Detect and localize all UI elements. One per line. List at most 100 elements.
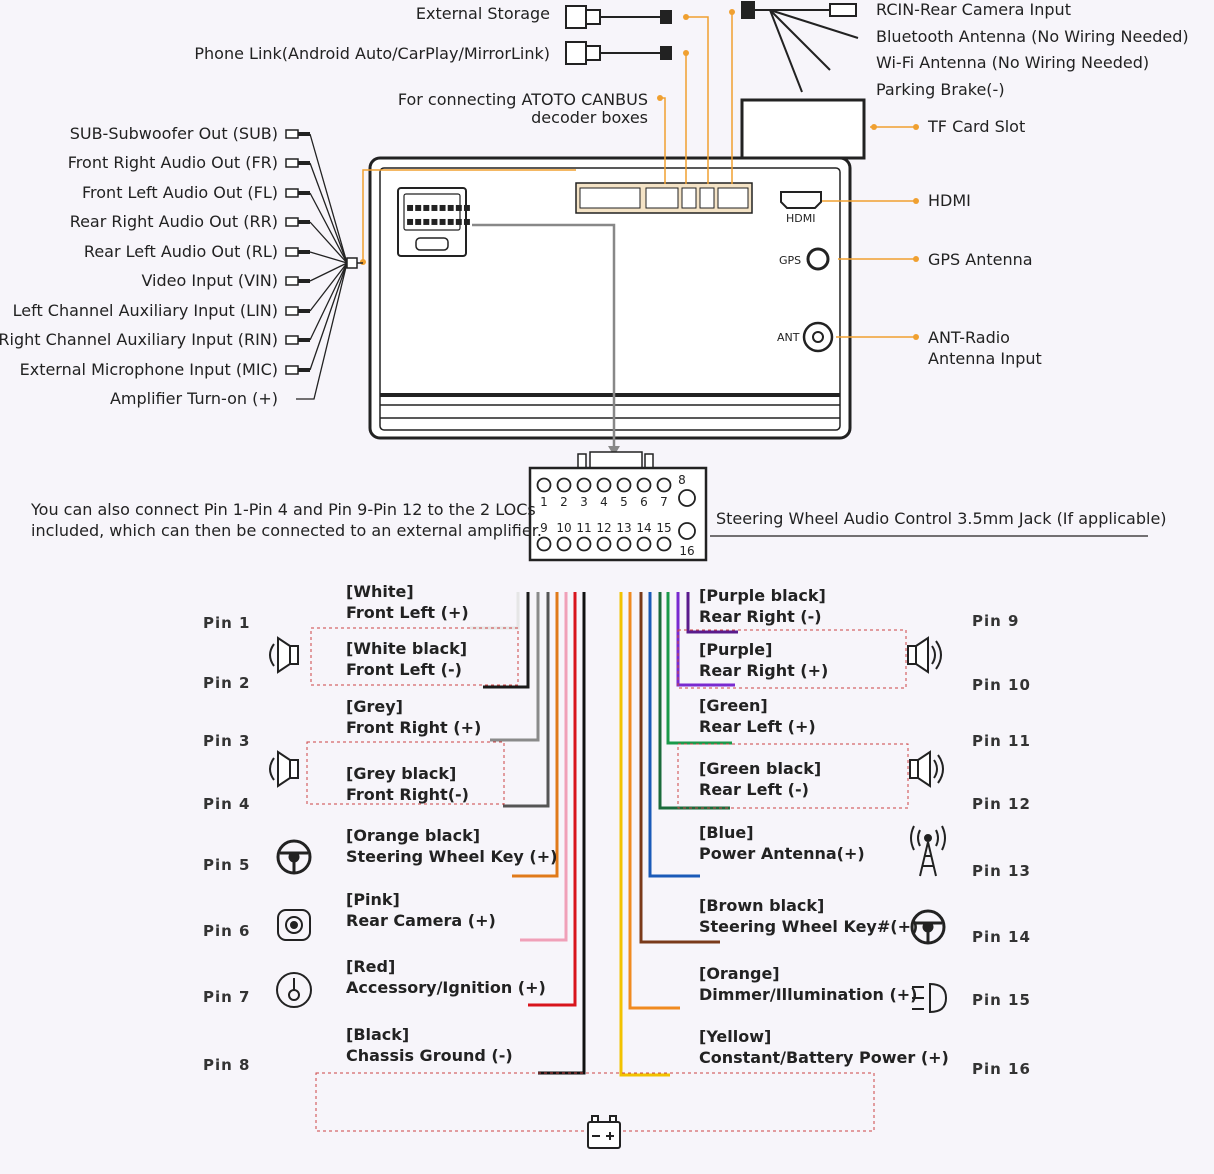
wire-function-label: Steering Wheel Key (+) bbox=[346, 847, 557, 866]
connector-pin-number: 15 bbox=[656, 521, 671, 535]
gps-port-icon bbox=[806, 247, 830, 271]
wire-color-label: [Purple] bbox=[699, 640, 772, 659]
wire-function-label: Power Antenna(+) bbox=[699, 844, 865, 863]
wire-function-label: Rear Right (-) bbox=[699, 607, 822, 626]
connector-pin bbox=[576, 536, 592, 552]
ant-port-icon bbox=[802, 321, 834, 353]
steering-jack-label: Steering Wheel Audio Control 3.5mm Jack … bbox=[716, 509, 1167, 528]
wire-color-label: [Grey black] bbox=[346, 764, 456, 783]
connector-pin-number: 10 bbox=[556, 521, 571, 535]
connector-pin-number: 9 bbox=[540, 521, 548, 535]
pin-wire bbox=[538, 592, 586, 1075]
wire-color-label: [Orange black] bbox=[346, 826, 480, 845]
canbus-label-line2: decoder boxes bbox=[531, 108, 648, 127]
pin-number-label: Pin 15 bbox=[972, 991, 1031, 1009]
rca-harness-plug-icon bbox=[346, 257, 358, 269]
pin-number-label: Pin 11 bbox=[972, 732, 1031, 750]
pin-number-label: Pin 9 bbox=[972, 612, 1019, 630]
rca-jack-icon bbox=[285, 217, 299, 227]
wire-color-label: [Green] bbox=[699, 696, 768, 715]
pin-number-label: Pin 3 bbox=[203, 732, 250, 750]
rca-output-label: SUB-Subwoofer Out (SUB) bbox=[70, 124, 278, 143]
wire-color-label: [Black] bbox=[346, 1025, 409, 1044]
pin-number-label: Pin 10 bbox=[972, 676, 1031, 694]
rca-jack-icon bbox=[285, 158, 299, 168]
pin-wire bbox=[619, 592, 670, 1077]
ant-port-label: ANT bbox=[777, 331, 800, 344]
speaker-rear-right-icon bbox=[907, 636, 942, 674]
gps-antenna-label: GPS Antenna bbox=[928, 250, 1033, 269]
rca-output-label: Amplifier Turn-on (+) bbox=[110, 389, 278, 408]
usb-phone-connector bbox=[565, 41, 672, 65]
pin-wire bbox=[628, 592, 680, 1010]
connector-pin bbox=[616, 477, 632, 493]
hdmi-label: HDMI bbox=[928, 191, 971, 210]
svg-text:▪▪▪▪▪▪▪▪: ▪▪▪▪▪▪▪▪ bbox=[406, 200, 471, 214]
pin-wire bbox=[648, 592, 700, 878]
pin-wire bbox=[512, 592, 559, 878]
connector-pin-number: 6 bbox=[640, 495, 648, 509]
pin-wire bbox=[470, 592, 520, 630]
connector-pin-number: 12 bbox=[596, 521, 611, 535]
connector-pin bbox=[536, 536, 552, 552]
loc-note-line2: included, which can then be connected to… bbox=[31, 521, 542, 540]
headlight-dimmer-icon bbox=[912, 982, 948, 1014]
rear-camera-icon bbox=[277, 909, 311, 941]
phone-link-label: Phone Link(Android Auto/CarPlay/MirrorLi… bbox=[194, 44, 550, 63]
rca-output-label: Video Input (VIN) bbox=[141, 271, 278, 290]
connector-pin bbox=[576, 477, 592, 493]
wire-color-label: [Grey] bbox=[346, 697, 403, 716]
external-storage-label: External Storage bbox=[416, 4, 550, 23]
connector-pin bbox=[536, 477, 552, 493]
connector-pin-number: 14 bbox=[636, 521, 651, 535]
speaker-front-right-icon bbox=[269, 750, 299, 788]
ant-label-line1: ANT-Radio bbox=[928, 328, 1010, 347]
rca-output-label: External Microphone Input (MIC) bbox=[20, 360, 278, 379]
pin-wire bbox=[686, 592, 738, 634]
rca-jack-icon bbox=[285, 247, 299, 257]
wire-function-label: Front Left (+) bbox=[346, 603, 469, 622]
pin-wire bbox=[503, 592, 550, 808]
rca-output-label: Right Channel Auxiliary Input (RIN) bbox=[0, 330, 278, 349]
wire-function-label: Rear Right (+) bbox=[699, 661, 828, 680]
rca-output-label: Rear Right Audio Out (RR) bbox=[70, 212, 278, 231]
connector-pin-number: 5 bbox=[620, 495, 628, 509]
hdmi-port-icon bbox=[780, 191, 822, 209]
pin-number-label: Pin 5 bbox=[203, 856, 250, 874]
pin-number-label: Pin 1 bbox=[203, 614, 250, 632]
wire-function-label: Chassis Ground (-) bbox=[346, 1046, 513, 1065]
wire-color-label: [Purple black] bbox=[699, 586, 826, 605]
wifi-label: Wi-Fi Antenna (No Wiring Needed) bbox=[876, 53, 1149, 72]
rca-output-label: Front Right Audio Out (FR) bbox=[68, 153, 278, 172]
parking-brake-label: Parking Brake(-) bbox=[876, 80, 1005, 99]
pin-wire bbox=[490, 592, 540, 742]
pin-number-label: Pin 6 bbox=[203, 922, 250, 940]
wire-color-label: [White black] bbox=[346, 639, 467, 658]
wire-function-label: Dimmer/Illumination (+) bbox=[699, 985, 917, 1004]
rca-output-label: Left Channel Auxiliary Input (LIN) bbox=[13, 301, 278, 320]
connector-pin bbox=[596, 536, 612, 552]
canbus-connector-icon bbox=[575, 182, 753, 214]
connector-pin bbox=[656, 536, 672, 552]
usb-storage-connector bbox=[565, 5, 672, 29]
connector-pin-number: 4 bbox=[600, 495, 608, 509]
canbus-label-line1: For connecting ATOTO CANBUS bbox=[398, 90, 648, 109]
wire-function-label: Front Right (+) bbox=[346, 718, 481, 737]
left-pin-wires bbox=[470, 592, 586, 1075]
pin-wire bbox=[520, 592, 568, 942]
connector-pin-number: 7 bbox=[660, 495, 668, 509]
rcin-label: RCIN-Rear Camera Input bbox=[876, 0, 1071, 19]
power-connector-icon: ▪▪▪▪▪▪▪▪ ▪▪▪▪▪▪▪▪ bbox=[397, 187, 471, 257]
connector-pin-number: 2 bbox=[560, 495, 568, 509]
wire-color-label: [White] bbox=[346, 582, 414, 601]
wire-function-label: Front Right(-) bbox=[346, 785, 469, 804]
pin-wire bbox=[483, 592, 530, 689]
ignition-key-icon bbox=[276, 972, 312, 1008]
pin-number-label: Pin 7 bbox=[203, 988, 250, 1006]
connector-pin-number: 8 bbox=[678, 473, 686, 487]
svg-text:▪▪▪▪▪▪▪▪: ▪▪▪▪▪▪▪▪ bbox=[406, 214, 471, 228]
left-rca-outputs: SUB-Subwoofer Out (SUB) Front Right Audio… bbox=[0, 124, 348, 408]
pin-wire bbox=[639, 592, 720, 944]
rca-jack-icon bbox=[285, 276, 299, 286]
